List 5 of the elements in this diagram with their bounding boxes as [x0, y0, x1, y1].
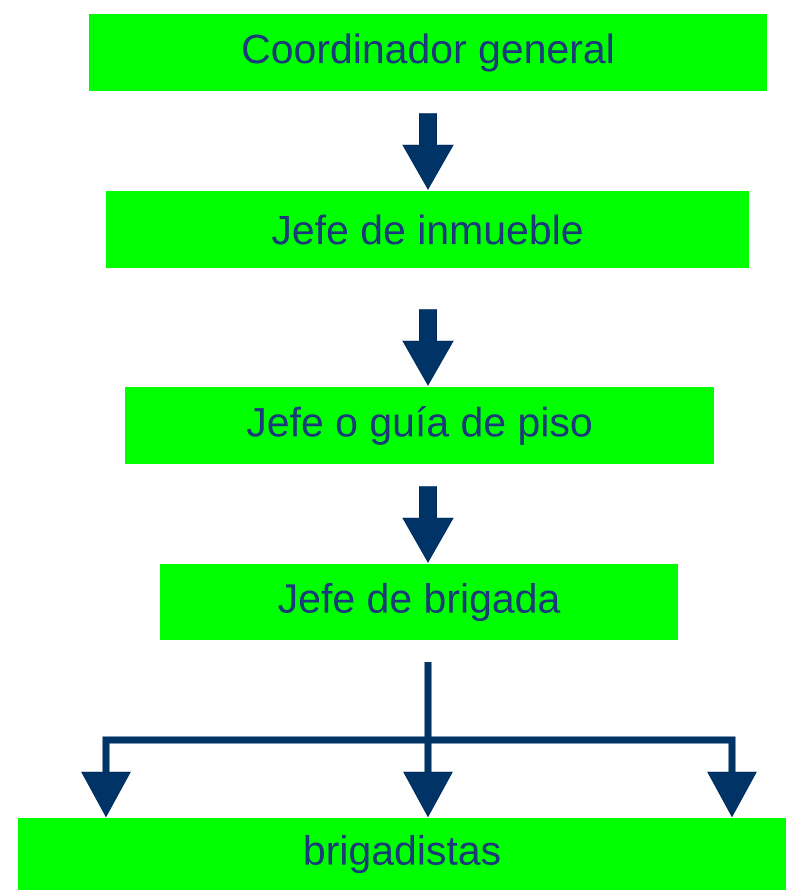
org-box: Jefe o guía de piso: [125, 387, 714, 464]
org-box: Coordinador general: [89, 14, 768, 91]
org-box: brigadistas: [18, 818, 786, 890]
org-box: Jefe de brigada: [160, 564, 678, 640]
org-box: Jefe de inmueble: [106, 191, 750, 268]
